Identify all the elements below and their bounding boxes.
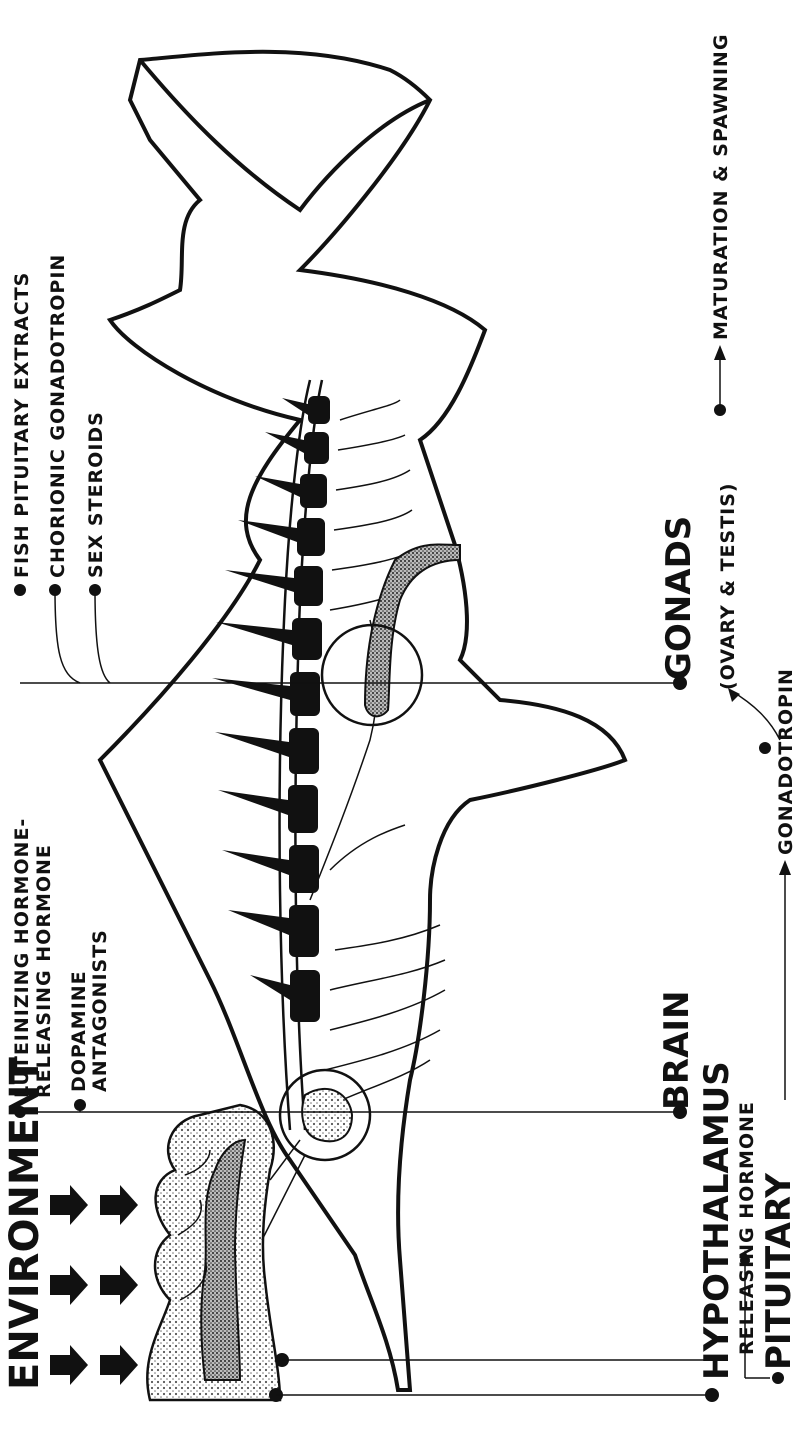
label-environment: ENVIRONMENT [2, 1056, 48, 1390]
label-gonadotropin: GONADOTROPIN [775, 668, 796, 855]
label-lhrh-2: RELEASING HORMONE [33, 844, 55, 1098]
label-chorionic: CHORIONIC GONADOTROPIN [47, 254, 69, 578]
gonad [365, 544, 460, 716]
tail-fin [140, 60, 430, 210]
label-pituitary: PITUITARY [759, 1173, 796, 1370]
label-maturation: MATURATION & SPAWNING [710, 34, 732, 340]
label-gonads: GONADS [659, 516, 699, 680]
label-releasing-hormone: RELEASING HORMONE [736, 1101, 758, 1355]
fish-brain [302, 1089, 352, 1141]
environment-arrows [50, 1185, 138, 1385]
label-dopamine-2: ANTAGONISTS [89, 929, 111, 1092]
label-sex-steroids: SEX STEROIDS [85, 411, 107, 578]
connector-lines [20, 355, 785, 1395]
label-brain: BRAIN [657, 990, 697, 1110]
label-lhrh-1: LUTEINIZING HORMONE- [11, 818, 33, 1098]
label-dopamine-1: DOPAMINE [68, 970, 90, 1092]
label-fish-pituitary: FISH PITUITARY EXTRACTS [11, 272, 33, 578]
label-hypothalamus: HYPOTHALAMUS [697, 1061, 737, 1380]
label-ovary-testis: (OVARY & TESTIS) [717, 482, 739, 690]
